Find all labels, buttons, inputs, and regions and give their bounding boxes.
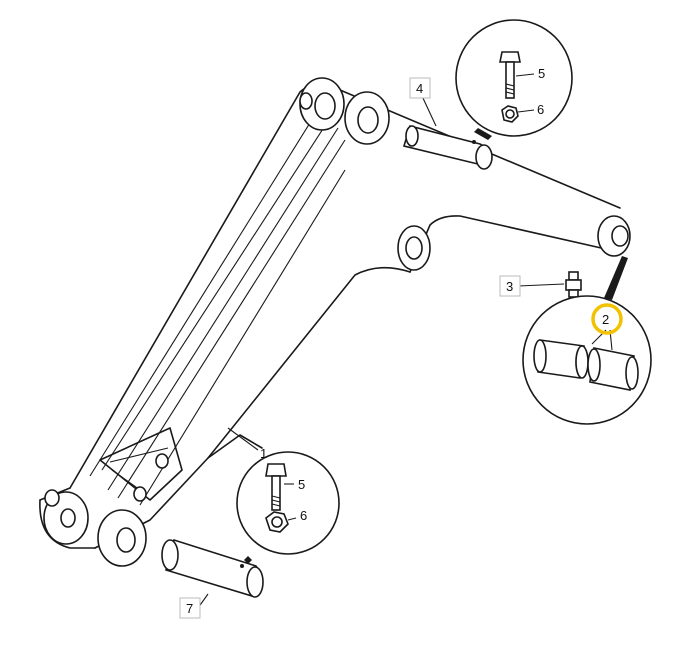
callout-3: 3 bbox=[506, 279, 513, 294]
callout-7: 7 bbox=[186, 601, 193, 616]
loader-arm[interactable] bbox=[39, 82, 621, 549]
top-pivot-bosses bbox=[299, 77, 390, 145]
bushing-2b[interactable] bbox=[587, 347, 639, 391]
callout-5-top: 5 bbox=[538, 66, 545, 81]
leader-1 bbox=[227, 427, 259, 451]
callout-3-box bbox=[499, 275, 521, 297]
bolt-5-top[interactable] bbox=[499, 51, 521, 99]
pin-4[interactable] bbox=[402, 125, 493, 170]
callout-4: 4 bbox=[416, 81, 423, 96]
grease-nipple-3[interactable] bbox=[565, 271, 582, 298]
leader-6-top bbox=[517, 109, 535, 113]
callout-6-top: 6 bbox=[537, 102, 544, 117]
nut-6-top[interactable] bbox=[501, 105, 519, 123]
bushing-2a[interactable] bbox=[533, 339, 589, 379]
bottom-pivot-bosses bbox=[43, 489, 147, 567]
bolt-5-bottom[interactable] bbox=[265, 463, 287, 511]
leader-3 bbox=[517, 283, 565, 287]
right-end-boss bbox=[597, 215, 631, 257]
highlight-ring[interactable] bbox=[591, 303, 623, 335]
mid-boss bbox=[397, 225, 431, 271]
callout-5-bottom: 5 bbox=[298, 477, 305, 492]
callout-6-bottom: 6 bbox=[300, 508, 307, 523]
callout-7-box bbox=[179, 597, 201, 619]
nut-6-bottom[interactable] bbox=[265, 511, 289, 533]
detail-circle-bottom bbox=[236, 451, 340, 564]
leader-5-top bbox=[515, 73, 535, 77]
pin-7[interactable] bbox=[161, 538, 264, 598]
leader-4 bbox=[421, 95, 437, 127]
leader-6-bottom bbox=[287, 517, 297, 521]
callout-4-box bbox=[409, 77, 431, 99]
callout-1: 1 bbox=[260, 446, 267, 461]
callout-2[interactable]: 2 bbox=[602, 312, 609, 327]
